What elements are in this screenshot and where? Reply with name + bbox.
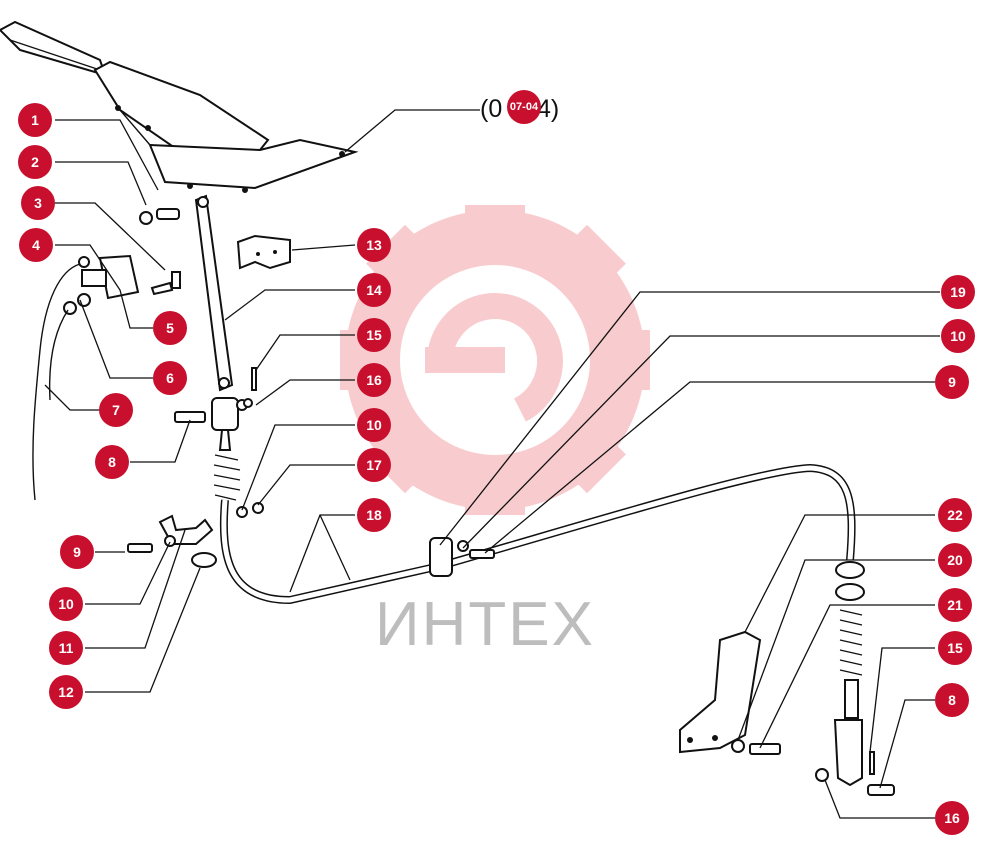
- rod-part: [194, 194, 234, 392]
- svg-text:5: 5: [166, 320, 174, 336]
- svg-text:15: 15: [947, 640, 963, 656]
- callout-16-right: 16: [935, 801, 969, 835]
- callout-10-mid: 10: [357, 408, 391, 442]
- svg-text:1: 1: [31, 112, 39, 128]
- svg-text:10: 10: [950, 328, 966, 344]
- reference-label: (0 4) 07-04: [344, 90, 559, 153]
- watermark-text: ИНТЕХ: [375, 590, 595, 659]
- callout-4: 4: [19, 228, 53, 262]
- svg-text:(0: (0: [480, 95, 502, 123]
- svg-text:4): 4): [537, 95, 559, 123]
- callout-11: 11: [49, 631, 83, 665]
- callout-21: 21: [938, 588, 972, 622]
- clip-grommet: [127, 514, 217, 568]
- svg-text:9: 9: [73, 544, 81, 560]
- svg-text:9: 9: [948, 374, 956, 390]
- svg-text:8: 8: [108, 454, 116, 470]
- svg-text:3: 3: [34, 195, 42, 211]
- handbrake-lever: [0, 20, 359, 193]
- callout-22: 22: [938, 498, 972, 532]
- svg-text:16: 16: [366, 372, 382, 388]
- callout-8-right: 8: [935, 683, 969, 717]
- svg-text:14: 14: [366, 282, 382, 298]
- clevis-spring: [174, 367, 264, 518]
- callout-5: 5: [153, 311, 187, 345]
- switch-part: [32, 254, 181, 501]
- callout-17: 17: [357, 448, 391, 482]
- callout-16-left: 16: [357, 363, 391, 397]
- callout-20: 20: [938, 543, 972, 577]
- bracket-part: [236, 234, 291, 270]
- callout-19: 19: [941, 275, 975, 309]
- callout-14: 14: [357, 273, 391, 307]
- adjuster-assembly: [679, 561, 895, 796]
- callout-2: 2: [18, 145, 52, 179]
- callout-10-left: 10: [49, 587, 83, 621]
- svg-text:2: 2: [31, 154, 39, 170]
- callout-15-right: 15: [938, 631, 972, 665]
- svg-text:19: 19: [950, 284, 966, 300]
- svg-text:18: 18: [366, 507, 382, 523]
- svg-text:10: 10: [366, 417, 382, 433]
- reference-badge: 07-04: [507, 90, 541, 124]
- svg-text:16: 16: [944, 810, 960, 826]
- callout-7: 7: [99, 393, 133, 427]
- callout-3: 3: [21, 186, 55, 220]
- callout-1: 1: [18, 103, 52, 137]
- svg-text:07-04: 07-04: [510, 101, 539, 113]
- watermark-logo: [340, 205, 650, 515]
- brake-cable: [219, 463, 856, 605]
- callout-8-left: 8: [95, 445, 129, 479]
- callout-10-right: 10: [941, 319, 975, 353]
- callout-15-left: 15: [357, 318, 391, 352]
- callout-13: 13: [357, 228, 391, 262]
- svg-text:11: 11: [59, 640, 74, 656]
- svg-text:6: 6: [166, 370, 174, 386]
- pin-part: [139, 208, 180, 225]
- callout-18: 18: [357, 498, 391, 532]
- svg-text:8: 8: [948, 692, 956, 708]
- svg-text:17: 17: [366, 457, 382, 473]
- svg-text:22: 22: [947, 507, 963, 523]
- svg-text:15: 15: [366, 327, 382, 343]
- svg-text:10: 10: [58, 596, 74, 612]
- svg-text:4: 4: [32, 237, 40, 253]
- svg-text:7: 7: [112, 402, 120, 418]
- callout-9-left: 9: [60, 535, 94, 569]
- svg-text:13: 13: [366, 237, 382, 253]
- callout-6: 6: [153, 361, 187, 395]
- svg-text:12: 12: [58, 684, 74, 700]
- callout-9-right: 9: [935, 365, 969, 399]
- svg-text:21: 21: [947, 597, 963, 613]
- svg-text:20: 20: [947, 552, 963, 568]
- leader-lines: [44, 119, 940, 819]
- callout-12: 12: [49, 675, 83, 709]
